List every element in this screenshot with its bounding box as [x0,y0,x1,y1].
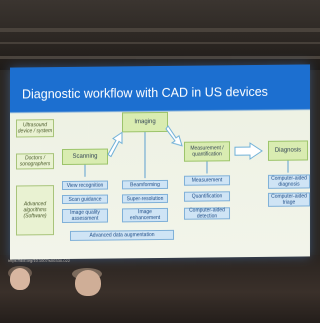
ceiling-beam [0,56,320,59]
arrow-measurement-to-diagnosis [234,142,263,160]
projected-slide: Diagnostic workflow with CAD in US devic… [10,64,310,260]
augmentation-bar: Advanced data augmentation [70,229,174,241]
audience-head [10,268,30,290]
scanning-item: Scan guidance [62,194,108,205]
scanning-item: View recognition [62,180,108,191]
imaging-item: Super-resolution [122,193,168,204]
measurement-item: Quantification [184,191,230,202]
diagnosis-item: Computer-aided triage [268,192,310,207]
imaging-item: Beamforming [122,179,168,190]
image-caption: https://doi.org/10.1007/s00330-022 [8,258,71,263]
measurement-item: Computer-aided detection [184,207,230,220]
scanning-item: Image quality assessment [62,208,108,224]
arrow-scan-to-imaging [107,131,123,158]
ceiling [0,0,320,70]
measurement-item: Measurement [184,175,230,186]
ceiling-pipe [0,42,320,44]
diagnosis-item: Computer-aided diagnosis [268,174,310,189]
audience-head [75,270,101,296]
arrow-imaging-to-measurement [165,125,183,147]
flow-arrows [84,125,289,179]
imaging-item: Image enhancement [122,207,168,223]
ceiling-beam [0,28,320,32]
back-wall [0,255,320,323]
